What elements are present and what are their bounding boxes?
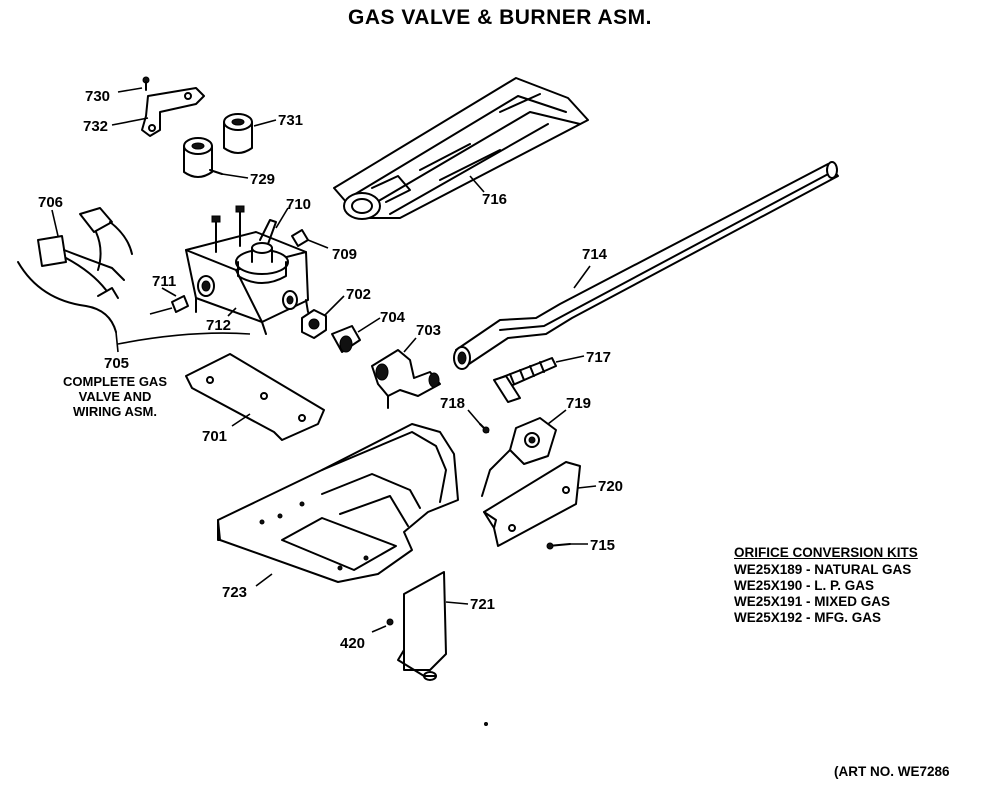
part-709-fitting [291, 229, 329, 249]
part-718-screw [467, 409, 490, 434]
part-714-burner-tube [453, 161, 839, 370]
label-710: 710 [286, 196, 311, 213]
label-703: 703 [416, 322, 441, 339]
part-706-connector [17, 207, 133, 333]
label-721: 721 [470, 596, 495, 613]
part-703-elbow [371, 337, 441, 409]
part-723-burner-box [217, 423, 459, 587]
orifice-kit-row: WE25X192 - MFG. GAS [734, 610, 882, 625]
label-714: 714 [582, 246, 608, 263]
part-730-screw [117, 76, 150, 93]
art-number: (ART NO. WE7286 [834, 764, 950, 779]
orifice-kits-legend: ORIFICE CONVERSION KITS WE25X189 - NATUR… [734, 545, 974, 626]
orifice-kit-row: WE25X190 - L. P. GAS [734, 578, 875, 593]
part-717-shutter [493, 355, 585, 403]
orifice-kit-row: WE25X189 - NATURAL GAS [734, 562, 912, 577]
assembly-note: COMPLETE GAS VALVE AND WIRING ASM. [40, 374, 190, 419]
label-720: 720 [598, 478, 623, 495]
assembly-note-line: COMPLETE GAS [62, 374, 167, 389]
label-719: 719 [566, 395, 591, 412]
label-705: 705 [104, 355, 129, 372]
part-720-bracket [483, 461, 597, 547]
label-731: 731 [278, 112, 303, 129]
label-715: 715 [590, 537, 615, 554]
label-718: 718 [440, 395, 465, 412]
part-715-screw [546, 542, 588, 550]
label-716: 716 [482, 191, 507, 208]
part-719-igniter [481, 409, 567, 497]
part-729-coil [183, 137, 249, 179]
stray-mark [484, 722, 488, 726]
label-717: 717 [586, 349, 611, 366]
orifice-kit-row: WE25X191 - MIXED GAS [734, 594, 891, 609]
label-729: 729 [250, 171, 275, 188]
label-706: 706 [38, 194, 63, 211]
part-705-leaders [115, 331, 251, 353]
label-730: 730 [85, 88, 110, 105]
part-716-burner [333, 77, 589, 220]
part-731-coil [223, 113, 277, 154]
label-420: 420 [340, 635, 365, 652]
label-704: 704 [380, 309, 406, 326]
label-702: 702 [346, 286, 371, 303]
label-723: 723 [222, 584, 247, 601]
part-721-shield [397, 571, 469, 681]
label-701: 701 [202, 428, 227, 445]
part-710-gas-valve [185, 205, 309, 335]
part-711-plug [149, 287, 189, 315]
part-420-screw [371, 618, 394, 633]
part-702-nut [301, 295, 345, 339]
assembly-note-line: WIRING ASM. [72, 404, 157, 419]
part-701-plate [185, 353, 325, 441]
part-704-orifice [331, 317, 381, 353]
label-712: 712 [206, 317, 231, 334]
label-711: 711 [152, 273, 176, 290]
diagram-title: GAS VALVE & BURNER ASM. [348, 6, 652, 29]
label-732: 732 [83, 118, 108, 135]
assembly-note-line: VALVE AND [78, 389, 152, 404]
part-732-bracket [111, 87, 205, 137]
label-709: 709 [332, 246, 357, 263]
orifice-kits-heading: ORIFICE CONVERSION KITS [734, 545, 918, 560]
